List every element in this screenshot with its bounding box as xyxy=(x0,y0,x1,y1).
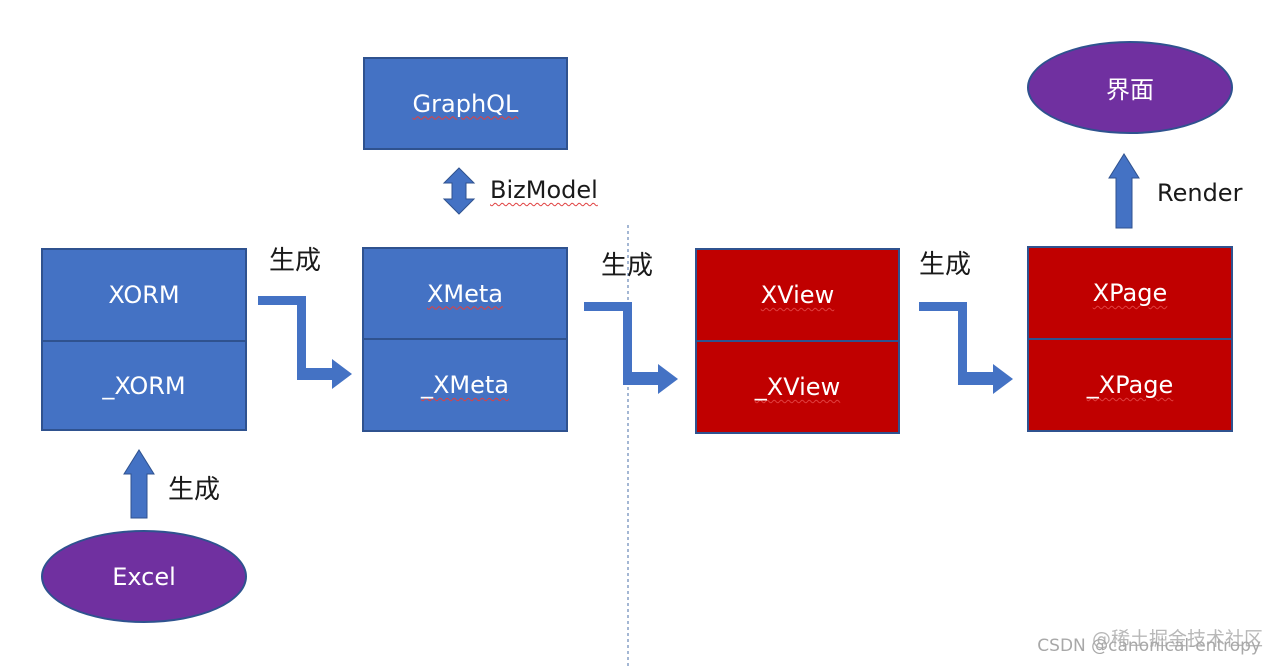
bent-arrow-xview-to-xpage xyxy=(919,302,1013,394)
generate-label-2: 生成 xyxy=(601,251,654,281)
excel-ellipse: Excel xyxy=(41,530,247,623)
up-arrow-render xyxy=(1108,153,1140,229)
xorm-box: XORM xyxy=(41,248,247,342)
bizmodel-text: BizModel xyxy=(490,176,598,204)
generate-label-excel: 生成 xyxy=(168,475,221,505)
render-label: Render xyxy=(1157,179,1243,207)
xorm-label: XORM xyxy=(108,281,180,309)
up-arrow-excel-to-xorm xyxy=(123,449,155,519)
watermark-csdn: CSDN @canonical-entropy xyxy=(1037,636,1261,656)
graphql-box: GraphQL xyxy=(363,57,568,150)
xview-box: XView xyxy=(695,248,900,342)
xview-sub-box: _XView xyxy=(695,340,900,434)
bent-arrow-xorm-to-xmeta xyxy=(258,296,352,389)
graphql-label: GraphQL xyxy=(412,89,519,118)
xorm-sub-label: _XORM xyxy=(102,371,186,400)
xmeta-sub-label: _XMeta xyxy=(420,371,510,399)
xpage-sub-box: _XPage xyxy=(1027,338,1233,432)
xmeta-box: XMeta xyxy=(362,247,568,340)
bent-arrow-xmeta-to-xview xyxy=(584,302,678,394)
xview-label: XView xyxy=(760,281,835,309)
ui-label: 界面 xyxy=(1106,76,1154,104)
bizmodel-label: BizModel xyxy=(490,176,598,204)
xpage-sub-label: _XPage xyxy=(1086,371,1174,399)
ui-ellipse: 界面 xyxy=(1027,41,1233,134)
xpage-label: XPage xyxy=(1092,279,1168,307)
generate-label-3: 生成 xyxy=(919,250,972,280)
xmeta-label: XMeta xyxy=(426,279,504,308)
excel-label: Excel xyxy=(112,562,176,591)
xorm-sub-box: _XORM xyxy=(41,340,247,431)
generate-label-1: 生成 xyxy=(269,246,322,276)
xmeta-sub-box: _XMeta xyxy=(362,338,568,432)
xpage-box: XPage xyxy=(1027,246,1233,340)
watermark-juejin: @稀土掘金技术社区 xyxy=(1091,628,1263,650)
xview-sub-label: _XView xyxy=(754,373,841,401)
up-down-arrow-bizmodel xyxy=(442,167,476,215)
